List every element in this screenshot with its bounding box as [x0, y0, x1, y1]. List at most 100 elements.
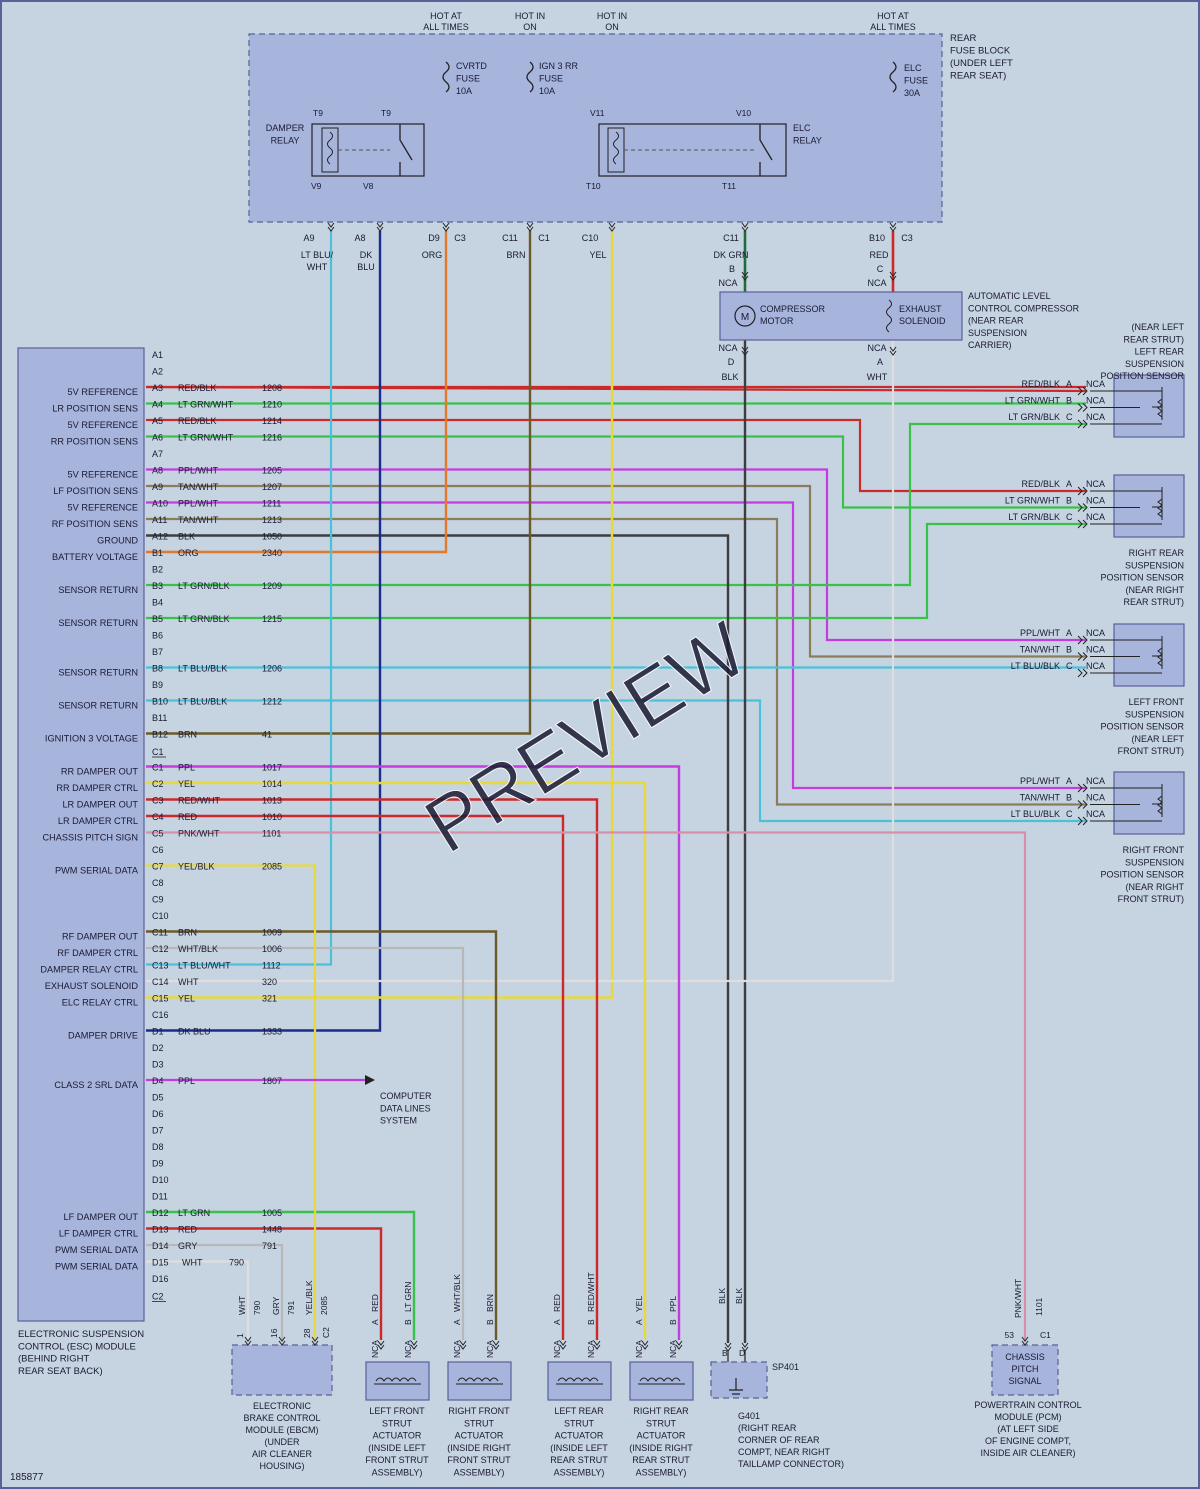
pcm-circuit: 1101 — [1034, 1297, 1044, 1316]
fuse-label-elc: FUSE — [904, 76, 928, 86]
potentiometer-icon — [1140, 636, 1163, 674]
out-conn: C1 — [538, 233, 550, 243]
ground-splice-box — [710, 1361, 768, 1399]
wire-color-label: YEL — [589, 250, 606, 260]
fuse-block-connector — [327, 222, 335, 232]
esc-function-label: 5V REFERENCE — [68, 387, 138, 397]
sensor-connector — [1077, 800, 1088, 809]
fuse-block-title: FUSE BLOCK — [950, 46, 1011, 57]
sensor-title: (NEAR LEFT — [1131, 734, 1184, 744]
sensor-title: (NEAR LEFT — [1131, 322, 1184, 332]
actuator-wire-color: LT GRN — [403, 1282, 413, 1312]
pcm-connector — [1021, 1336, 1029, 1346]
wire-color-label: BRN — [506, 250, 525, 260]
hot-label: HOT IN — [597, 11, 627, 21]
fuse-label-cvrtd: CVRTD — [456, 61, 487, 71]
sensor-wire-color: TAN/WHT — [1020, 645, 1061, 655]
esc-title: (BEHIND RIGHT — [18, 1354, 89, 1365]
sensor-title: SUSPENSION — [1125, 560, 1184, 570]
nca-label: NCA — [485, 1340, 495, 1358]
exhaust-solenoid-label: EXHAUST — [899, 304, 942, 314]
actuator-wire-color: PPL — [668, 1296, 678, 1312]
nca-label: NCA — [1086, 496, 1105, 506]
esc-wire-color: RED/WHT — [178, 796, 220, 806]
esc-pin: B9 — [152, 680, 163, 690]
esc-pin: D11 — [152, 1192, 168, 1202]
fuse-label-ign3: 10A — [539, 86, 555, 96]
wire-rf-damper-ctrl — [146, 946, 465, 1340]
esc-module — [17, 347, 145, 1322]
fuse-label-elc: ELC — [904, 63, 922, 73]
esc-function-label: PWM SERIAL DATA — [55, 1262, 139, 1272]
wire-lr-damper-out — [146, 798, 599, 1340]
wire-5v-ref-rf — [146, 501, 1086, 790]
esc-circuit: 1207 — [262, 482, 282, 492]
strut-actuator — [447, 1361, 512, 1401]
ebcm-pin: 1 — [235, 1333, 245, 1338]
wire-rf-position — [146, 517, 1086, 806]
ebcm-pin: 28 — [302, 1328, 312, 1338]
nca-label: NCA — [1086, 661, 1105, 671]
actuator-connector — [593, 1340, 601, 1350]
nca-label: NCA — [1086, 776, 1105, 786]
ebcm-wire-color: WHT — [237, 1296, 247, 1315]
nca-label: NCA — [634, 1340, 644, 1358]
esc-pin: D14 — [152, 1241, 169, 1251]
wire-color-label: DK — [360, 250, 373, 260]
esc-circuit: 1209 — [262, 581, 282, 591]
out-pin: B10 — [869, 233, 885, 243]
esc-circuit: 41 — [262, 730, 272, 740]
esc-pin: C8 — [152, 878, 164, 888]
actuator-connector — [492, 1340, 500, 1350]
esc-wire-color: LT GRN/WHT — [178, 400, 234, 410]
ebcm-wire-color: YEL/BLK — [304, 1280, 314, 1315]
esc-function-label: CHASSIS PITCH SIGN — [43, 833, 138, 843]
coil-winding — [613, 131, 619, 165]
esc-function-label: 5V REFERENCE — [68, 470, 138, 480]
pin-label: C — [877, 264, 884, 274]
nca-label: NCA — [1086, 379, 1105, 389]
actuator-title: RIGHT FRONT — [448, 1406, 510, 1416]
wire-pwm-serial-790 — [146, 1260, 250, 1340]
esc-pin: D5 — [152, 1093, 164, 1103]
nca-label: NCA — [1086, 628, 1105, 638]
pin-label: T11 — [722, 181, 736, 191]
actuator-pin: A — [452, 1319, 462, 1325]
out-conn: C3 — [901, 233, 913, 243]
nca-label: NCA — [867, 343, 886, 353]
esc-wire-color: PPL — [178, 1076, 195, 1086]
sensor-title: POSITION SENSOR — [1100, 870, 1184, 880]
esc-pin: A7 — [152, 449, 163, 459]
sensor-wire-color: PPL/WHT — [1020, 776, 1061, 786]
esc-wire-color: WHT — [178, 977, 199, 987]
hot-label: ON — [523, 22, 537, 32]
sensor-title: (NEAR RIGHT — [1126, 585, 1185, 595]
fuse-label-ign3: IGN 3 RR — [539, 61, 579, 71]
nca-label: NCA — [586, 1340, 596, 1358]
esc-pin: C13 — [152, 961, 169, 971]
nca-label: NCA — [370, 1340, 380, 1358]
ebcm-circuit: 2085 — [319, 1296, 329, 1315]
esc-title: CONTROL (ESC) MODULE — [18, 1341, 136, 1352]
pin-label: T9 — [313, 108, 323, 118]
fuse-block-title: REAR — [950, 33, 977, 44]
sensor-wire-color: LT GRN/BLK — [1008, 412, 1060, 422]
wire-lf-position — [146, 484, 1086, 658]
esc-pin: D16 — [152, 1274, 169, 1284]
esc-wire-color: RED/BLK — [178, 383, 217, 393]
esc-pin: C3 — [152, 796, 164, 806]
esc-pin: A8 — [152, 466, 163, 476]
esc-pin: C11 — [152, 928, 168, 938]
esc-pin: B6 — [152, 631, 163, 641]
sensor-title: (NEAR RIGHT — [1126, 882, 1185, 892]
damper-relay-body — [311, 123, 425, 177]
esc-wire-color: RED — [178, 812, 198, 822]
esc-pin: C15 — [152, 994, 169, 1004]
esc-circuit: 1009 — [262, 928, 282, 938]
actuator-wire-color: RED — [552, 1294, 562, 1312]
ebcm-title: ELECTRONIC — [253, 1401, 312, 1411]
hot-label: HOT IN — [515, 11, 545, 21]
computer-data-lines-label: DATA LINES — [380, 1103, 431, 1113]
esc-pin: D7 — [152, 1126, 164, 1136]
actuator-title: (INSIDE LEFT — [550, 1443, 608, 1453]
